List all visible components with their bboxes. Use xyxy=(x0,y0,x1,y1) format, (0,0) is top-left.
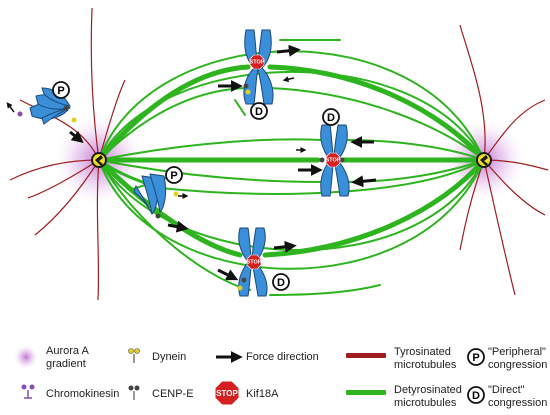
peripheral-legend-badge: P xyxy=(467,348,485,366)
badge-peripheral-lower-left: P xyxy=(165,166,183,184)
kif18a-stop-sign-middle: STOP xyxy=(326,152,341,168)
badge-letter: P xyxy=(472,352,479,364)
badge-direct-top: D xyxy=(250,102,268,120)
kif18a-legend-stop-icon: STOP xyxy=(214,380,240,406)
detyrosinated-legend-bar xyxy=(346,390,386,395)
direct-legend-badge: D xyxy=(467,386,485,404)
legend-dynein: Dynein xyxy=(152,351,186,363)
detyrosinated-spindle-microtubules xyxy=(96,39,487,296)
legend-aurora-line2: gradient xyxy=(46,358,86,370)
legend-aurora: Aurora A gradient xyxy=(46,345,91,370)
motor-markers xyxy=(17,83,345,291)
chromosome-peripheral-lower-left xyxy=(133,173,167,216)
legend-direct: "Direct" congression xyxy=(488,384,547,409)
badge-letter: D xyxy=(277,277,285,289)
tyrosinated-legend-bar xyxy=(346,353,386,358)
badge-letter: D xyxy=(472,390,480,402)
badge-letter: D xyxy=(327,112,335,124)
legend: Aurora A gradient Chromokinesin Dynein C… xyxy=(14,345,549,409)
badge-letter: P xyxy=(170,170,177,182)
spindle-pole-right xyxy=(476,152,492,168)
legend-chromokinesin: Chromokinesin xyxy=(46,388,119,400)
legend-tyrosinated: Tyrosinated microtubules xyxy=(394,346,457,371)
legend-force: Force direction xyxy=(246,351,319,363)
force-arrows xyxy=(6,44,377,281)
badge-letter: D xyxy=(255,106,263,118)
badge-direct-middle: D xyxy=(322,108,340,126)
legend-peripheral: "Peripheral" congression xyxy=(488,346,549,371)
legend-cenpe: CENP-E xyxy=(152,388,194,400)
spindle-pole-left xyxy=(91,152,107,168)
kif18a-stop-sign-bottom: STOP xyxy=(247,254,262,270)
kif18a-stop-sign-top: STOP xyxy=(250,54,265,70)
stop-label: STOP xyxy=(250,60,265,66)
cenpe-icon xyxy=(128,385,140,400)
legend-stop-label: STOP xyxy=(216,389,238,398)
badge-peripheral-top-left: P xyxy=(52,81,70,99)
legend-detyrosinated: Detyrosinated microtubules xyxy=(394,384,465,409)
stop-label: STOP xyxy=(326,158,341,164)
chromokinesin-icon xyxy=(21,384,35,399)
chromosome-middle xyxy=(320,124,350,197)
aurora-legend-icon xyxy=(14,345,38,369)
stop-label: STOP xyxy=(247,260,262,266)
dynein-icon xyxy=(128,348,140,363)
legend-kif18a: Kif18A xyxy=(246,388,279,400)
badge-direct-bottom: D xyxy=(272,273,290,291)
badge-letter: P xyxy=(57,85,64,97)
